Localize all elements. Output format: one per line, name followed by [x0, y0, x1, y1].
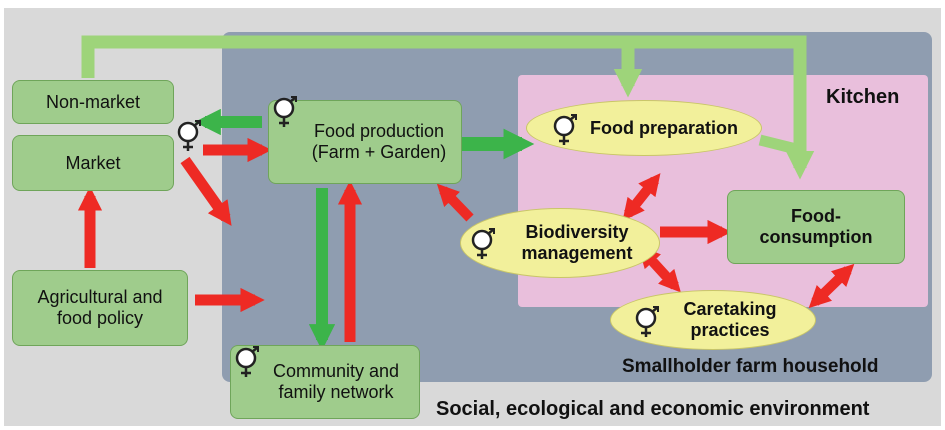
arrow-biodiversity-preparation — [622, 173, 661, 221]
caretaking-label-line1: Caretaking — [683, 299, 777, 320]
gender-symbol-icon — [235, 346, 259, 377]
food-consumption-label-line2: consumption — [759, 227, 873, 247]
gender-symbol-icon — [471, 228, 495, 259]
community-box: Community and family network — [230, 345, 420, 419]
caretaking-label-line2: practices — [690, 320, 770, 340]
biodiversity-label-line2: management — [521, 243, 633, 263]
food-production-box: Food production (Farm + Garden) — [268, 100, 462, 184]
food-consumption-label-line1: Food- — [791, 206, 841, 227]
food-production-label-line1: Food production — [313, 121, 445, 142]
market-box: Market — [12, 135, 174, 191]
kitchen-label: Kitchen — [826, 86, 900, 108]
loop-arrow-non-market-to-kitchen — [81, 35, 815, 180]
policy-box: Agricultural and food policy — [12, 270, 188, 346]
biodiversity-label-line1: Biodiversity — [525, 222, 629, 243]
household-label: Smallholder farm household — [622, 356, 879, 377]
non-market-label: Non-market — [45, 91, 141, 112]
gender-symbol-icon — [635, 306, 659, 337]
market-label: Market — [65, 152, 121, 173]
policy-label-line1: Agricultural and — [37, 287, 163, 308]
arrow-biodiversity-to-production — [436, 183, 474, 222]
food-preparation-label: Food preparation — [590, 117, 738, 138]
food-consumption-box: Food- consumption — [727, 190, 905, 264]
arrow-consumption-caretaking — [808, 263, 855, 309]
arrow-market-to-community — [180, 156, 232, 226]
arrow-preparation-to-consumption — [758, 134, 802, 156]
gender-symbol-icon — [273, 96, 297, 127]
gender-symbol-icon — [553, 114, 577, 145]
non-market-box: Non-market — [12, 80, 174, 124]
policy-label-line2: food policy — [56, 308, 144, 328]
community-label-line1: Community and — [272, 361, 400, 382]
food-production-label-line2: (Farm + Garden) — [311, 142, 447, 162]
community-label-line2: family network — [278, 382, 394, 402]
gender-symbol-icon — [177, 120, 201, 151]
biodiversity-oval: Biodiversity management — [460, 208, 660, 278]
environment-label: Social, ecological and economic environm… — [436, 398, 870, 420]
